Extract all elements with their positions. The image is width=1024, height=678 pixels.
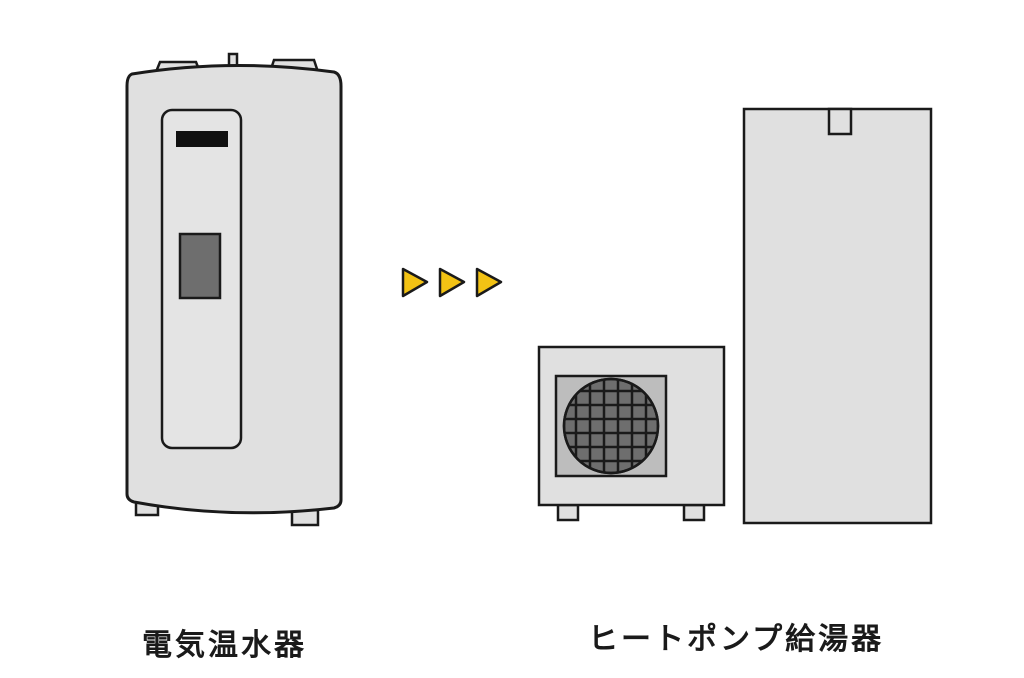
unit-foot-left	[556, 503, 580, 522]
arrow-right-icon	[475, 267, 503, 298]
arrow-right-icon	[401, 267, 429, 298]
display-slot	[176, 131, 228, 147]
arrow-group	[401, 267, 503, 298]
electric-water-heater-label: 電気温水器	[142, 628, 307, 663]
display-window	[178, 232, 222, 300]
storage-tank	[742, 107, 933, 525]
arrow-right-icon	[438, 267, 466, 298]
unit-foot-right	[682, 503, 706, 522]
tank-connector	[827, 107, 853, 136]
electric-water-heater-icon	[125, 52, 343, 527]
heat-pump-water-heater-icon	[537, 107, 933, 525]
heat-pump-water-heater-label: ヒートポンプ給湯器	[588, 622, 885, 657]
